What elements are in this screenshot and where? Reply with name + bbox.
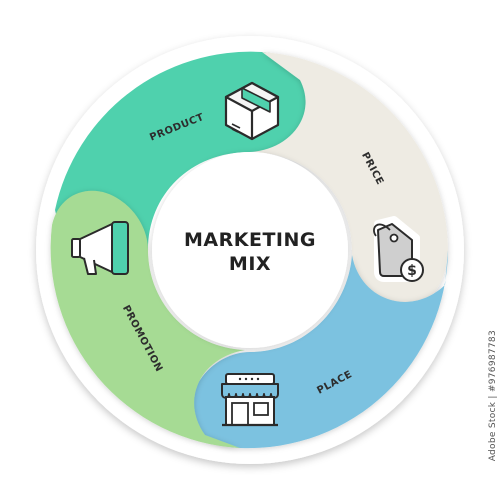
svg-text:$: $	[407, 263, 417, 279]
center-title-line2: MIX	[229, 253, 271, 275]
price-tag-icon: $	[373, 216, 424, 282]
box-icon	[224, 81, 280, 141]
center-circle	[152, 152, 348, 348]
center-title-line1: MARKETING	[184, 229, 316, 251]
stock-id-watermark: Adobe Stock | #976987783	[488, 330, 498, 462]
storefront-icon	[221, 373, 279, 427]
megaphone-icon	[71, 221, 129, 275]
